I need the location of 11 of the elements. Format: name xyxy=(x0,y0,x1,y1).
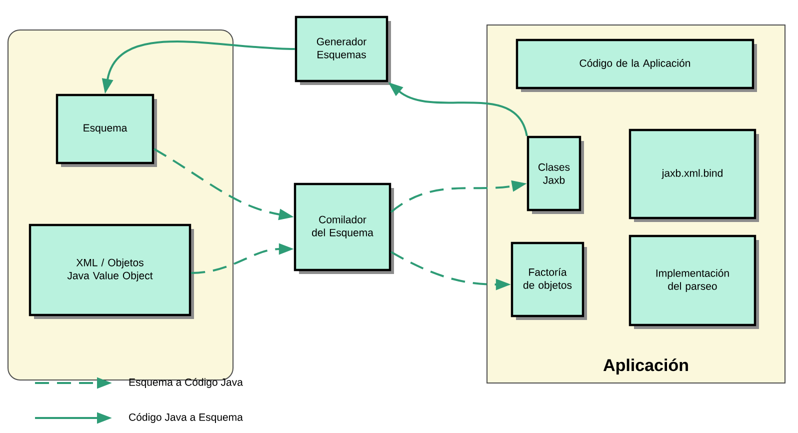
process-box: Código de la Aplicación xyxy=(516,38,757,92)
process-box: XML / Objetos Java Value Object xyxy=(28,224,194,319)
legend-label: Esquema a Código Java xyxy=(129,378,243,388)
process-box: Implementación del parseo xyxy=(628,234,759,329)
process-box: Generador Esquemas xyxy=(294,16,391,85)
process-box: jaxb.xml.bind xyxy=(628,128,759,222)
legend-label: Código Java a Esquema xyxy=(129,413,243,423)
process-box: Factoría de objetos xyxy=(510,242,587,320)
process-box: Esquema xyxy=(56,94,157,167)
process-box: Clases Jaxb xyxy=(526,136,584,214)
process-box: Comilador del Esquema xyxy=(294,182,394,274)
